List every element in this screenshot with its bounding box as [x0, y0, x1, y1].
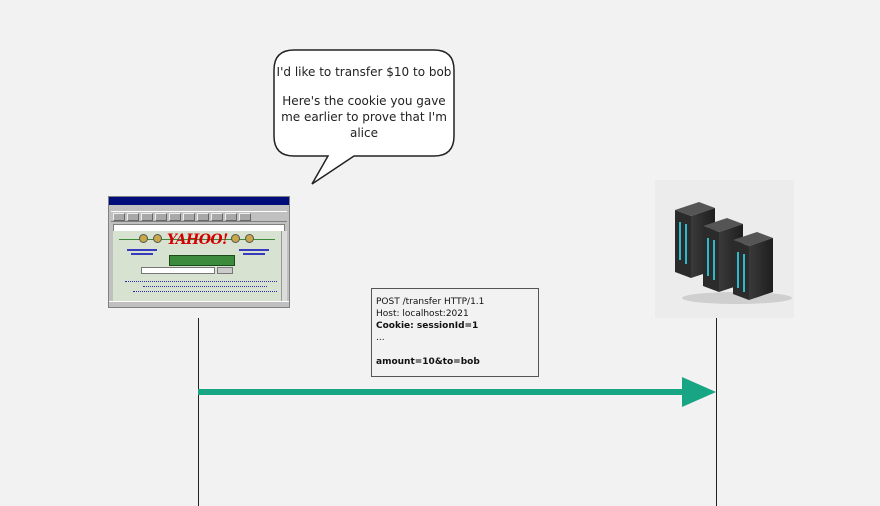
bubble-line-transfer: I'd like to transfer $10 to bob [276, 65, 452, 79]
server-image [655, 180, 794, 318]
request-cookie: Cookie: sessionId=1 [376, 321, 479, 331]
server-lifeline [716, 318, 717, 506]
browser-viewport: YAHOO! [113, 231, 281, 301]
browser-toolbar [111, 211, 287, 222]
yahoo-banner [169, 255, 235, 266]
yahoo-logo: YAHOO! [167, 232, 228, 248]
yahoo-nav-icon [153, 234, 162, 243]
browser-scrollbar [281, 231, 287, 301]
request-ellipsis: ... [376, 333, 385, 343]
yahoo-nav-icon [245, 234, 254, 243]
client-lifeline [198, 318, 199, 506]
browser-titlebar [109, 197, 289, 205]
bubble-line-cookie: Here's the cookie you gave me earlier to… [281, 94, 447, 140]
yahoo-nav-icon [139, 234, 148, 243]
request-body: amount=10&to=bob [376, 357, 480, 367]
request-host: Host: localhost:2021 [376, 309, 469, 319]
yahoo-search-button [217, 267, 233, 274]
http-request-box: POST /transfer HTTP/1.1 Host: localhost:… [371, 288, 539, 377]
client-browser-window: YAHOO! [108, 196, 290, 308]
request-line: POST /transfer HTTP/1.1 [376, 297, 485, 307]
browser-statusbar [109, 301, 289, 307]
request-arrow [198, 377, 716, 407]
yahoo-nav-icon [231, 234, 240, 243]
yahoo-search-input [141, 267, 215, 274]
speech-bubble-outline [273, 49, 455, 185]
speech-bubble: I'd like to transfer $10 to bob Here's t… [264, 44, 464, 189]
server-racks-icon [675, 202, 792, 304]
